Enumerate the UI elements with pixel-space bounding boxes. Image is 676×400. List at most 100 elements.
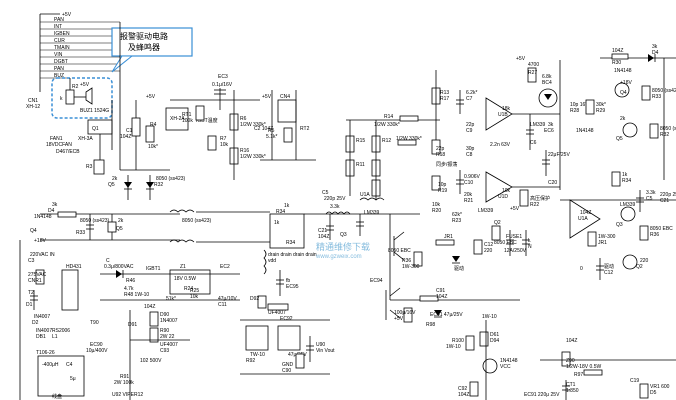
svg-text:10k: 10k — [190, 294, 199, 300]
svg-text:VR1 600: VR1 600 — [650, 384, 670, 390]
svg-text:+5V: +5V — [80, 82, 90, 88]
svg-text:8050 EBC: 8050 EBC — [494, 240, 517, 246]
svg-text:C6: C6 — [530, 140, 537, 146]
svg-text:D90: D90 — [160, 312, 169, 318]
svg-text:62k*: 62k* — [452, 212, 462, 218]
svg-text:8050 (ss423): 8050 (ss423) — [80, 218, 110, 224]
svg-text:GND: GND — [282, 362, 294, 368]
svg-text:1W-300: 1W-300 — [402, 264, 420, 270]
svg-text:EC91 220μ 25V: EC91 220μ 25V — [524, 392, 560, 398]
rectifier-diodes: 2k Q5 8050 (ss423) R32 — [108, 175, 186, 200]
pin-label: TMAIN — [54, 45, 70, 51]
svg-text:Z1: Z1 — [180, 264, 186, 270]
svg-text:10k: 10k — [432, 202, 441, 208]
svg-text:R92: R92 — [246, 358, 255, 364]
svg-text:FUSE1: FUSE1 — [506, 234, 522, 240]
buzzer: R2 k +5V BUZ1 1524G — [60, 78, 109, 114]
svg-text:C11: C11 — [218, 302, 227, 308]
svg-text:R36: R36 — [402, 258, 411, 264]
svg-text:22μF/25V: 22μF/25V — [548, 152, 570, 158]
svg-text:R32: R32 — [154, 182, 163, 188]
svg-text:C5: C5 — [322, 190, 329, 196]
callout-line1: 报警驱动电路 — [120, 31, 168, 41]
svg-text:RT2: RT2 — [300, 126, 310, 132]
svg-text:3k: 3k — [52, 202, 58, 208]
svg-text:1W-300: 1W-300 — [598, 234, 616, 240]
svg-text:C7: C7 — [466, 96, 473, 102]
svg-text:TW-10: TW-10 — [250, 352, 265, 358]
current-transformer: drain drain drain drain vdd fb EC95 D92 … — [240, 249, 335, 375]
svg-text:1N4148: 1N4148 — [34, 214, 52, 220]
svg-text:RS2006: RS2006 — [52, 328, 70, 334]
reset-network: 104Z Z90 1/2W-18V 0.5W R97 CT1 1:850 C19… — [540, 338, 676, 400]
oscillator-feedback: 4700 R27 6.8k BC4 10p 16V R28 30k* R29 3… — [527, 60, 606, 190]
svg-text:BUZ1 1524G: BUZ1 1524G — [80, 108, 109, 114]
svg-text:LM339: LM339 — [530, 122, 546, 128]
svg-text:C21: C21 — [660, 198, 669, 204]
svg-text:2.2n 63V: 2.2n 63V — [490, 142, 511, 148]
svg-text:100k: 100k — [182, 118, 193, 124]
svg-text:U1A: U1A — [360, 192, 370, 198]
svg-text:1W-10: 1W-10 — [482, 314, 497, 320]
svg-text:5μ: 5μ — [70, 376, 76, 382]
svg-text:30k*: 30k* — [596, 102, 606, 108]
svg-text:104Z: 104Z — [318, 234, 329, 240]
svg-text:EC94: EC94 — [370, 278, 383, 284]
pin-label: IGBEN — [54, 31, 70, 37]
svg-text:220VAC IN: 220VAC IN — [30, 252, 55, 258]
svg-text:Q4: Q4 — [30, 228, 37, 234]
svg-text:R11: R11 — [356, 162, 365, 168]
svg-text:1k: 1k — [274, 220, 280, 226]
svg-text:1:850: 1:850 — [566, 388, 579, 394]
svg-text:2W 22: 2W 22 — [160, 334, 175, 340]
svg-text:220: 220 — [640, 258, 649, 264]
svg-text:fb: fb — [286, 278, 290, 284]
svg-text:0.1μ/16V: 0.1μ/16V — [212, 82, 233, 88]
svg-text:R34: R34 — [286, 240, 295, 246]
svg-text:JR1: JR1 — [598, 240, 607, 246]
pin-label: +5V — [62, 12, 72, 18]
svg-text:R48 1W-10: R48 1W-10 — [124, 292, 149, 298]
svg-text:C91: C91 — [436, 288, 445, 294]
svg-text:1N4148: 1N4148 — [614, 68, 632, 74]
svg-text:10p 16V: 10p 16V — [570, 102, 589, 108]
svg-text:L1: L1 — [52, 334, 58, 340]
svg-text:LM339: LM339 — [478, 208, 494, 214]
svg-text:104Z: 104Z — [120, 134, 131, 140]
pin-label: BUZ — [54, 73, 64, 79]
svg-text:6.8k: 6.8k — [542, 74, 552, 80]
svg-text:+5V: +5V — [146, 94, 156, 100]
svg-text:Q4: Q4 — [620, 90, 627, 96]
svg-text:8050 (ss423): 8050 (ss423) — [660, 126, 676, 132]
svg-text:Q1: Q1 — [92, 126, 99, 132]
svg-text:drain drain drain drain: drain drain drain drain — [268, 252, 317, 258]
svg-text:104Z: 104Z — [566, 338, 577, 344]
svg-text:3.3k: 3.3k — [646, 190, 656, 196]
buzzer-callout: 报警驱动电路 及蜂鸣器 — [51, 27, 193, 119]
svg-text:R2: R2 — [72, 84, 79, 90]
pin-label: DGBT — [54, 59, 68, 65]
svg-text:R33: R33 — [76, 230, 85, 236]
svg-text:D94: D94 — [490, 338, 499, 344]
watermark-url: www.gzweix.com — [315, 254, 362, 260]
svg-text:BC4: BC4 — [542, 80, 552, 86]
svg-text:N: N — [528, 244, 532, 250]
svg-text:IGBT温度: IGBT温度 — [196, 117, 218, 124]
svg-text:C2 104Z: C2 104Z — [254, 126, 273, 132]
pin-label: PAN — [54, 66, 64, 72]
svg-text:R27: R27 — [528, 70, 537, 76]
svg-text:R17: R17 — [440, 96, 449, 102]
svg-text:51k*: 51k* — [166, 296, 176, 302]
svg-text:8050 (ss423): 8050 (ss423) — [182, 218, 212, 224]
svg-text:D4: D4 — [652, 50, 659, 56]
svg-text:6.2k*: 6.2k* — [466, 90, 477, 96]
svg-text:CN4: CN4 — [280, 94, 290, 100]
svg-text:vdd: vdd — [268, 258, 276, 264]
svg-text:C5: C5 — [646, 196, 653, 202]
pin-label: INT — [54, 24, 62, 30]
svg-text:30p: 30p — [466, 146, 475, 152]
igbt-temp-sensor: EC3 0.1μ/16V XH-2A IGBT温度 RT1 100k R7 10… — [165, 74, 266, 180]
svg-text:R21: R21 — [464, 198, 473, 204]
svg-text:线盘: 线盘 — [52, 393, 62, 400]
svg-text:RT1: RT1 — [182, 112, 192, 118]
